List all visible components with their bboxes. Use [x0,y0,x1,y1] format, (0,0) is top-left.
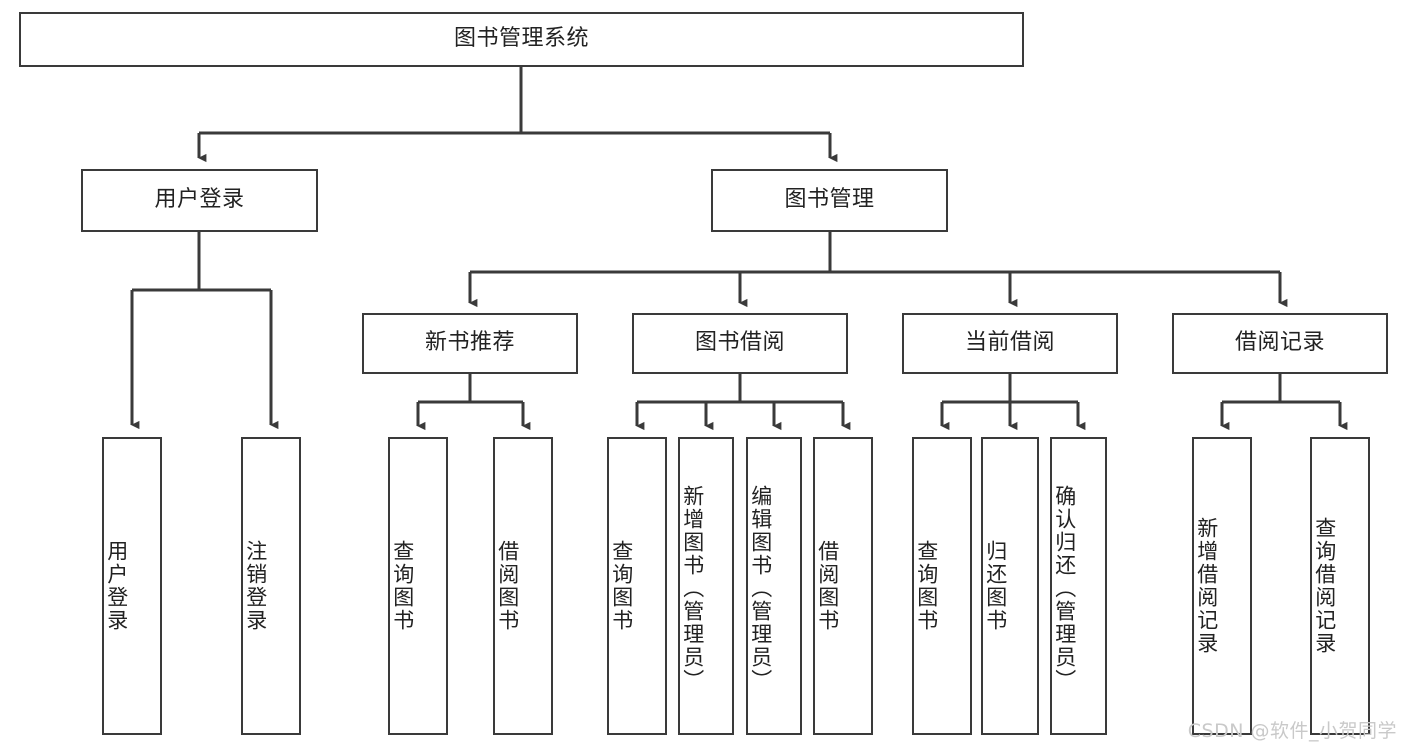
node-label: 注销登录 [243,540,268,632]
leaf-nbr-borrow-book[interactable]: 借阅图书 [493,437,553,735]
node-label: 确认归还（管理员） [1052,484,1077,692]
node-borrow-record[interactable]: 借阅记录 [1172,313,1388,374]
leaf-cb-confirm-return-admin[interactable]: 确认归还（管理员） [1050,437,1107,735]
node-label: 查询借阅记录 [1312,517,1337,655]
leaf-br-add-record[interactable]: 新增借阅记录 [1192,437,1252,735]
node-label: 图书管理系统 [453,26,589,52]
csdn-watermark: CSDN @软件_小贺同学 [1187,720,1397,742]
node-root-title[interactable]: 图书管理系统 [19,12,1024,67]
leaf-nbr-query-book[interactable]: 查询图书 [388,437,448,735]
leaf-user-login[interactable]: 用户登录 [102,437,162,735]
leaf-br-query-record[interactable]: 查询借阅记录 [1310,437,1370,735]
node-label: 归还图书 [983,540,1008,632]
node-book-management[interactable]: 图书管理 [711,169,948,232]
node-label: 新增借阅记录 [1194,517,1219,655]
node-new-book-recommend[interactable]: 新书推荐 [362,313,578,374]
node-label: 借阅记录 [1234,330,1325,356]
node-label: 新增图书（管理员） [680,484,705,692]
node-book-borrow[interactable]: 图书借阅 [632,313,848,374]
node-label: 图书管理 [784,187,875,213]
leaf-bb-add-book-admin[interactable]: 新增图书（管理员） [678,437,734,735]
node-label: 借阅图书 [815,540,840,632]
leaf-cb-return-book[interactable]: 归还图书 [981,437,1039,735]
node-label: 编辑图书（管理员） [748,484,773,692]
node-label: 查询图书 [914,540,939,632]
node-user-login[interactable]: 用户登录 [81,169,318,232]
node-label: 用户登录 [104,540,129,632]
node-label: 图书借阅 [694,330,785,356]
leaf-bb-query-book[interactable]: 查询图书 [607,437,667,735]
node-label: 查询图书 [390,540,415,632]
node-label: 当前借阅 [964,330,1055,356]
leaf-bb-edit-book-admin[interactable]: 编辑图书（管理员） [746,437,802,735]
node-label: 查询图书 [609,540,634,632]
leaf-bb-borrow-book[interactable]: 借阅图书 [813,437,873,735]
node-current-borrow[interactable]: 当前借阅 [902,313,1118,374]
leaf-logout[interactable]: 注销登录 [241,437,301,735]
node-label: 借阅图书 [495,540,520,632]
node-label: 用户登录 [154,187,245,213]
node-label: 新书推荐 [424,330,515,356]
leaf-cb-query-book[interactable]: 查询图书 [912,437,972,735]
